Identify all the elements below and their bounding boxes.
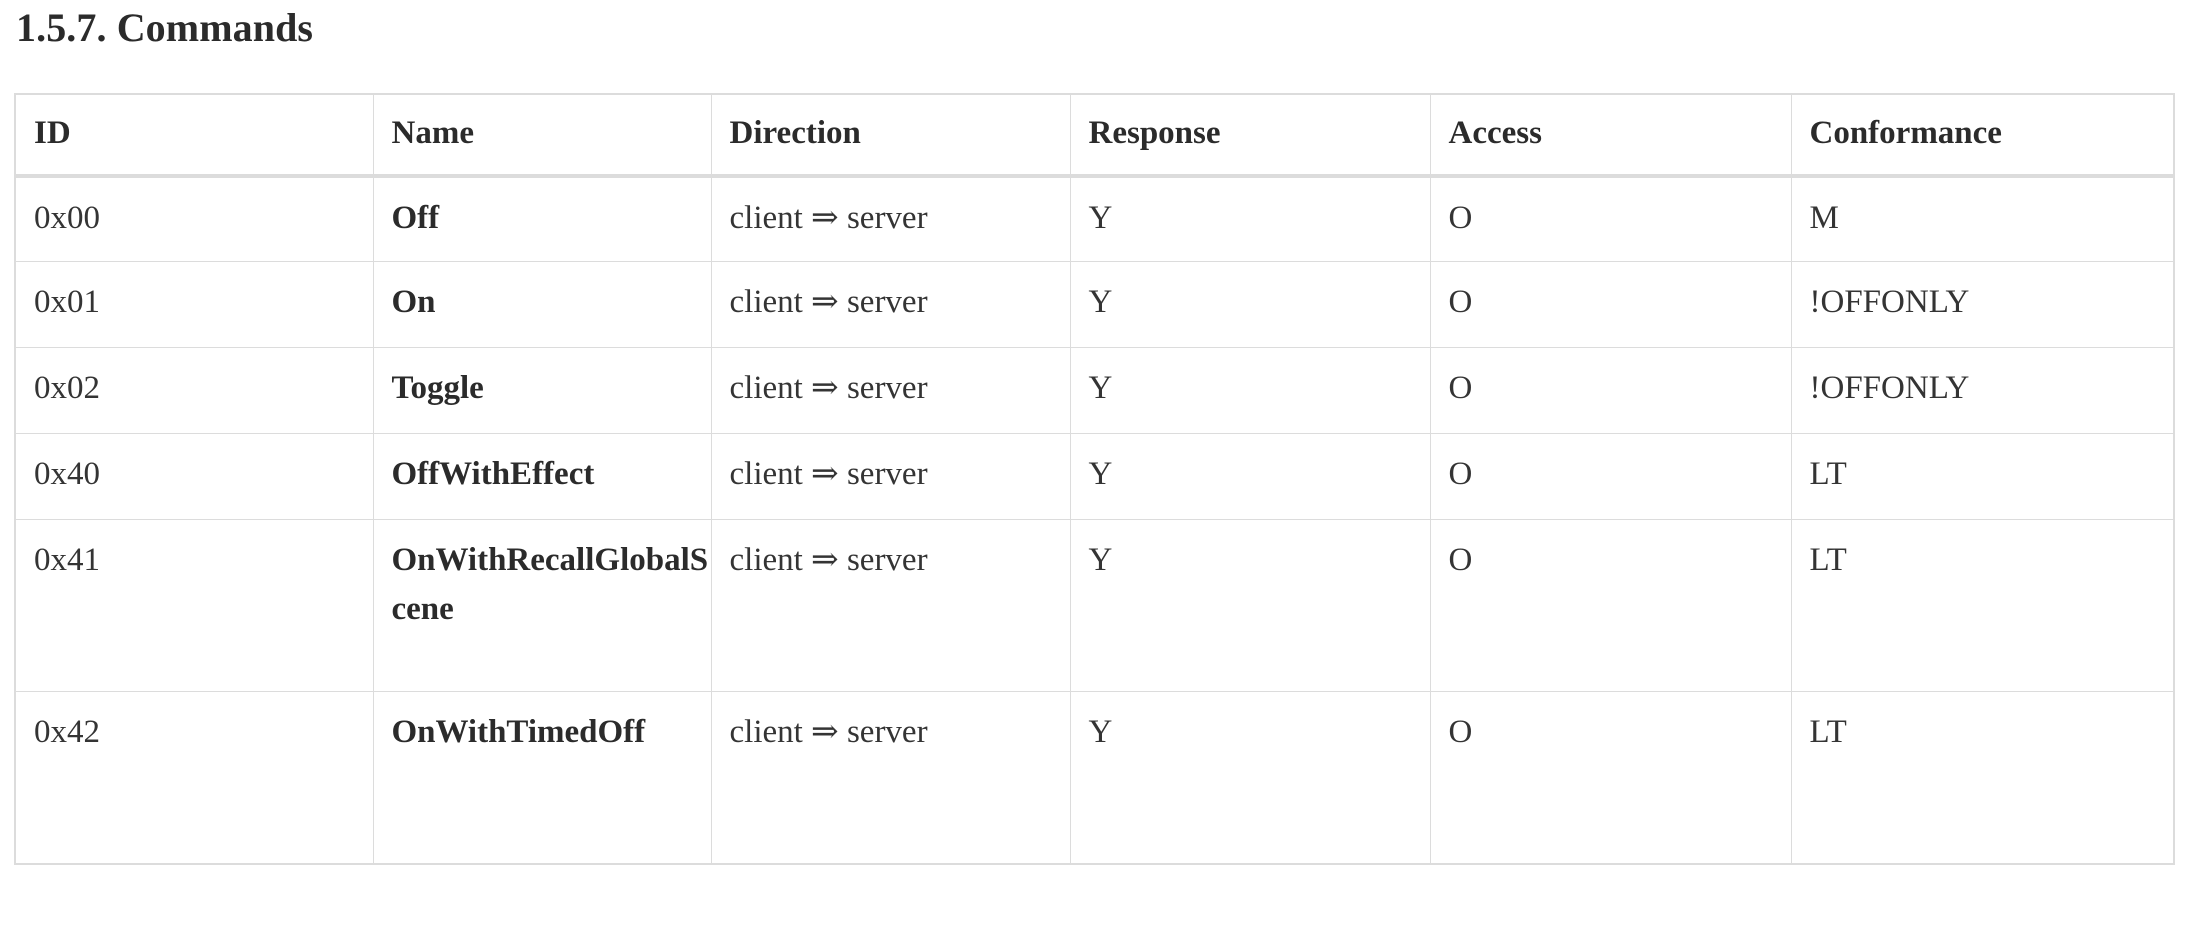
cell-conformance: !OFFONLY xyxy=(1790,347,2175,435)
column-header-id: ID xyxy=(14,93,374,178)
cell-access: O xyxy=(1429,347,1792,435)
table-row: 0x40 OffWithEffect client ⇒ server Y O L… xyxy=(14,433,2175,521)
column-header-response: Response xyxy=(1069,93,1431,178)
cell-conformance: LT xyxy=(1790,691,2175,865)
column-header-access: Access xyxy=(1429,93,1792,178)
cell-id: 0x02 xyxy=(14,347,374,435)
cell-conformance: !OFFONLY xyxy=(1790,261,2175,349)
table-row: 0x01 On client ⇒ server Y O !OFFONLY xyxy=(14,261,2175,349)
cell-conformance: M xyxy=(1790,175,2175,263)
cell-id: 0x42 xyxy=(14,691,374,865)
cell-direction: client ⇒ server xyxy=(710,691,1071,865)
cell-conformance: LT xyxy=(1790,433,2175,521)
table-header-row: ID Name Direction Response Access Confor… xyxy=(14,93,2175,178)
column-header-direction: Direction xyxy=(710,93,1071,178)
cell-name: Off xyxy=(372,175,712,263)
cell-name: Toggle xyxy=(372,347,712,435)
document-page: 1.5.7. Commands ID Name Direction Respon… xyxy=(0,6,2188,865)
table-row: 0x00 Off client ⇒ server Y O M xyxy=(14,175,2175,263)
cell-id: 0x41 xyxy=(14,519,374,693)
cell-access: O xyxy=(1429,261,1792,349)
commands-table-container: ID Name Direction Response Access Confor… xyxy=(14,93,2175,865)
cell-name: OnWithRecallGlobalScene xyxy=(372,519,712,693)
cell-response: Y xyxy=(1069,433,1431,521)
table-header: ID Name Direction Response Access Confor… xyxy=(14,93,2175,178)
cell-access: O xyxy=(1429,691,1792,865)
cell-response: Y xyxy=(1069,347,1431,435)
cell-id: 0x40 xyxy=(14,433,374,521)
cell-direction: client ⇒ server xyxy=(710,175,1071,263)
page-title: 1.5.7. Commands xyxy=(16,5,314,50)
cell-id: 0x00 xyxy=(14,175,374,263)
cell-access: O xyxy=(1429,519,1792,693)
table-body: 0x00 Off client ⇒ server Y O M 0x01 On c… xyxy=(14,175,2175,865)
cell-response: Y xyxy=(1069,261,1431,349)
cell-response: Y xyxy=(1069,519,1431,693)
cell-id: 0x01 xyxy=(14,261,374,349)
cell-response: Y xyxy=(1069,691,1431,865)
column-header-name: Name xyxy=(372,93,712,178)
cell-conformance: LT xyxy=(1790,519,2175,693)
table-row: 0x02 Toggle client ⇒ server Y O !OFFONLY xyxy=(14,347,2175,435)
cell-name: OffWithEffect xyxy=(372,433,712,521)
commands-table: ID Name Direction Response Access Confor… xyxy=(14,93,2175,865)
cell-direction: client ⇒ server xyxy=(710,347,1071,435)
cell-direction: client ⇒ server xyxy=(710,519,1071,693)
cell-name: OnWithTimedOff xyxy=(372,691,712,865)
cell-response: Y xyxy=(1069,175,1431,263)
table-row: 0x41 OnWithRecallGlobalScene client ⇒ se… xyxy=(14,519,2175,693)
column-header-conformance: Conformance xyxy=(1790,93,2175,178)
table-row: 0x42 OnWithTimedOff client ⇒ server Y O … xyxy=(14,691,2175,865)
cell-direction: client ⇒ server xyxy=(710,433,1071,521)
cell-access: O xyxy=(1429,175,1792,263)
cell-access: O xyxy=(1429,433,1792,521)
cell-direction: client ⇒ server xyxy=(710,261,1071,349)
cell-name: On xyxy=(372,261,712,349)
